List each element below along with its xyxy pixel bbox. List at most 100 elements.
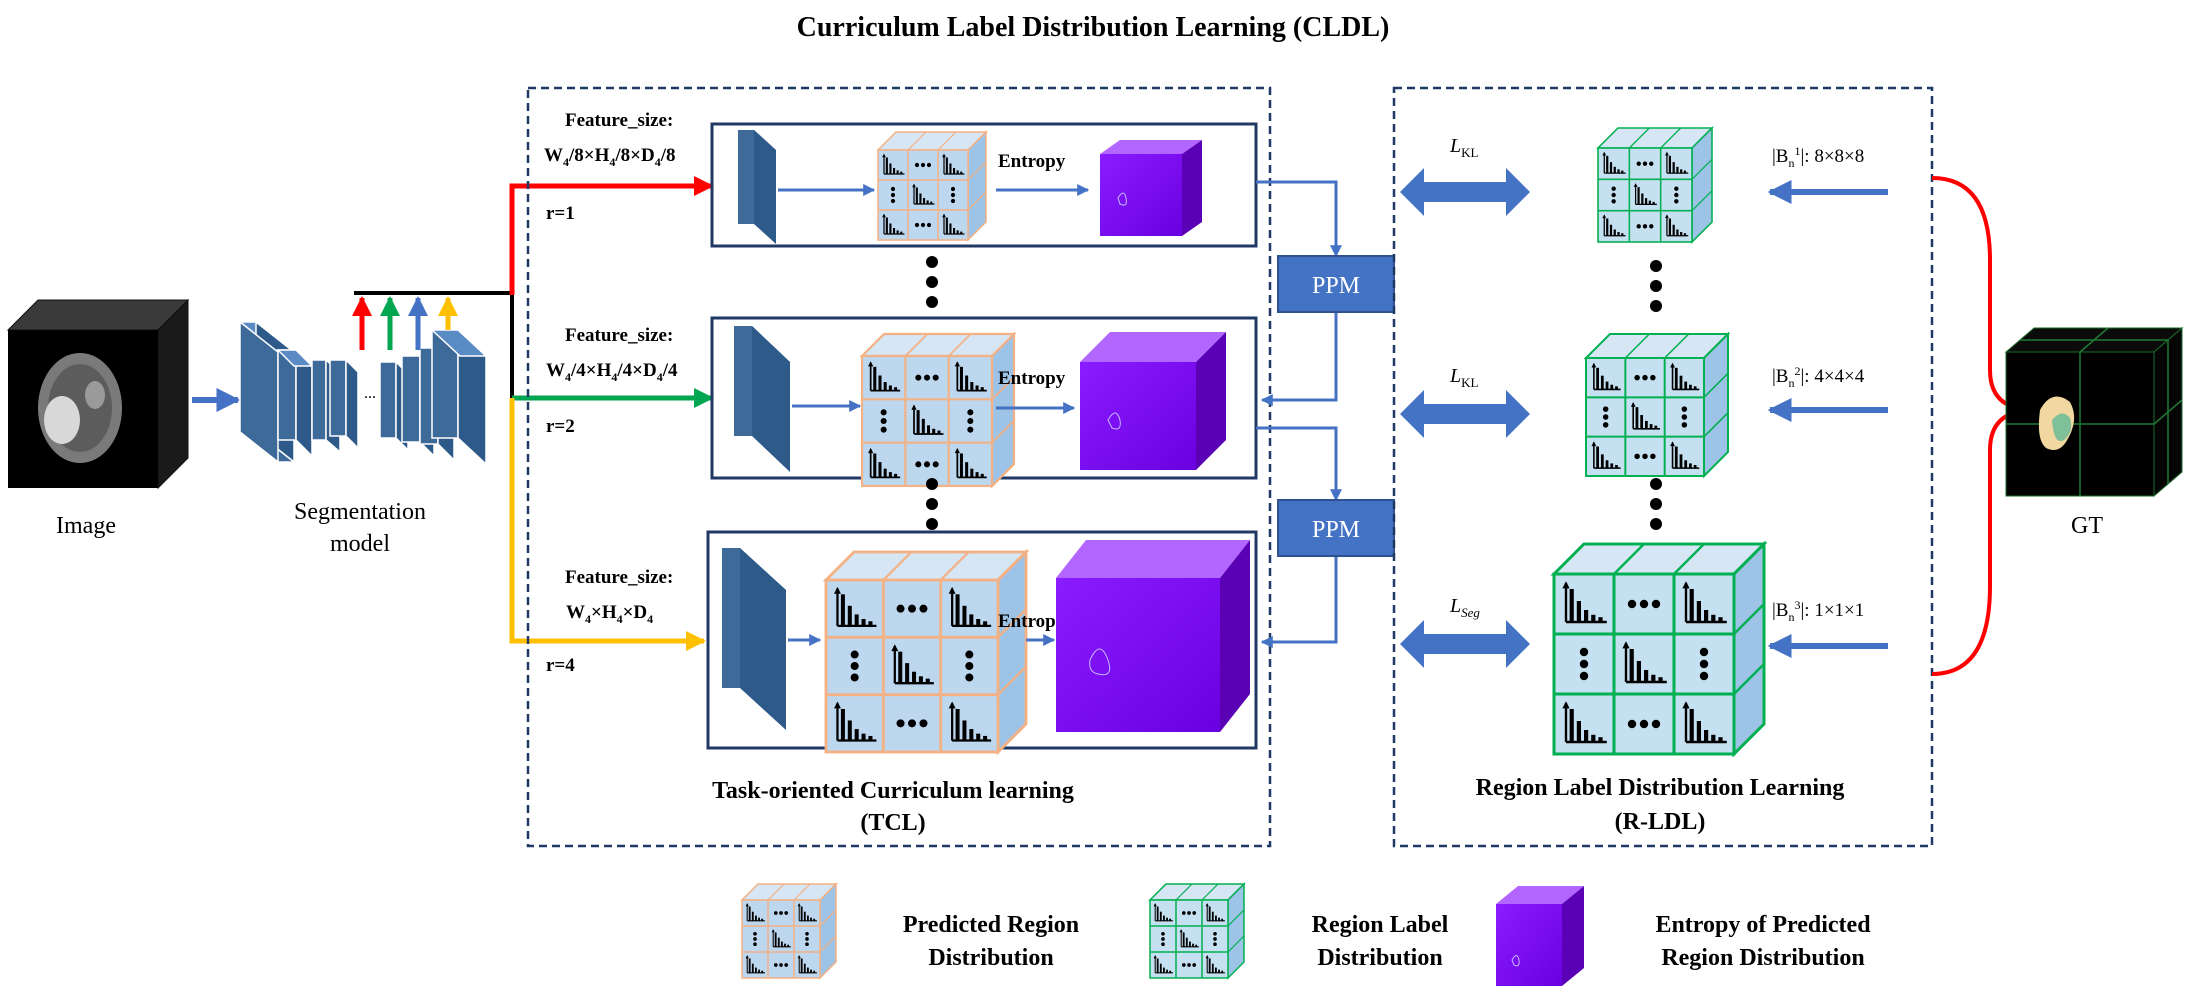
legend-entropy-cube xyxy=(1496,886,1584,986)
cube-cell-histogram xyxy=(948,701,992,742)
cube-cell-histogram xyxy=(1153,903,1173,922)
loss-label-2: LKL xyxy=(1449,365,1479,390)
cube-cell-histogram xyxy=(1591,362,1621,391)
loss-label-1: LKL xyxy=(1449,135,1479,160)
tcl-row-1-labels: Feature_size: W4/8×H4/8×D4/8 r=1 xyxy=(544,110,676,224)
legend-cubes xyxy=(740,882,1246,980)
feature-slab-2 xyxy=(734,326,790,472)
tcl-row-1-box xyxy=(710,122,1258,248)
cube-cell-histogram xyxy=(1179,929,1199,948)
cube-cell-histogram xyxy=(942,153,965,175)
tcl-vertical-dots-2 xyxy=(926,478,938,530)
rldl-vertical-dots-2 xyxy=(1650,478,1662,530)
decoder-block-1 xyxy=(379,361,397,439)
legend-label-line2: Distribution xyxy=(1317,945,1442,971)
gt-cube xyxy=(2004,326,2184,498)
cube-cell-dots xyxy=(967,409,974,433)
encoder-block-4 xyxy=(329,359,347,437)
entropy-cube-2 xyxy=(1080,332,1226,470)
cube-cell-dots xyxy=(1181,963,1197,967)
bin-label-3: |Bn3|: 1×1×1 xyxy=(1772,598,1864,624)
cube-cell-histogram xyxy=(1622,641,1667,684)
cube-cell-dots xyxy=(1602,406,1609,428)
cube-cell-dots xyxy=(1634,453,1656,460)
cube-cell-dots xyxy=(965,650,974,682)
svg-text:W4/8×H4/8×D4/8: W4/8×H4/8×D4/8 xyxy=(544,145,676,169)
cube-cell-dots xyxy=(950,186,956,204)
cube-cell-histogram xyxy=(1682,581,1727,624)
entropy-label-3: Entropy xyxy=(998,611,1066,632)
cube-cell-histogram xyxy=(868,447,901,479)
rldl-vertical-dots-1 xyxy=(1650,260,1662,312)
feature-slab-3 xyxy=(722,548,786,730)
cube-cell-histogram xyxy=(1670,362,1700,391)
cube-cell-histogram xyxy=(1205,903,1225,922)
cube-cell-dots xyxy=(896,604,928,613)
cube-cell-histogram xyxy=(1665,151,1689,174)
rldl-label-cubes xyxy=(1550,126,1768,758)
cube-cell-histogram xyxy=(1630,402,1660,430)
encoder-block-3 xyxy=(311,359,327,441)
cube-cell-dots xyxy=(1699,647,1709,681)
bin-label-1: |Bn1|: 8×8×8 xyxy=(1772,144,1864,170)
cube-cell-histogram xyxy=(911,404,944,435)
cube-cell-dots xyxy=(1213,931,1217,947)
conn-ppm2-to-row3 xyxy=(1260,556,1338,648)
cube-cell-dots xyxy=(880,409,887,433)
gt-label: GT xyxy=(2071,513,2103,539)
label-cube-row-3 xyxy=(1550,540,1768,758)
cube-cell-histogram xyxy=(1670,441,1700,469)
label-cube-row-1 xyxy=(1596,126,1714,244)
cube-cell-histogram xyxy=(912,183,935,205)
svg-text:Feature_size:: Feature_size: xyxy=(565,567,673,588)
predicted-cube-row-3 xyxy=(822,548,1030,756)
cube-cell-histogram xyxy=(954,361,987,392)
cube-cell-dots xyxy=(850,650,859,682)
input-image-label: Image xyxy=(56,513,116,539)
tcl-vertical-dots-1 xyxy=(926,256,938,308)
cube-cell-histogram xyxy=(1562,701,1607,744)
cube-cell-dots xyxy=(1634,374,1656,381)
cube-cell-histogram xyxy=(1602,151,1626,174)
double-arrow-2 xyxy=(1400,390,1530,438)
input-image-cube xyxy=(6,298,190,490)
svg-text:r=2: r=2 xyxy=(546,416,575,437)
model-label-line1: Segmentation xyxy=(294,499,426,525)
legend-entropy-line2: Region Distribution xyxy=(1661,945,1864,971)
cube-cell-dots xyxy=(890,186,896,204)
cube-cell-dots xyxy=(1636,224,1654,229)
entropy-label-2: Entropy xyxy=(998,368,1066,389)
cube-cell-dots xyxy=(1674,186,1679,204)
cube-cell-histogram xyxy=(882,153,905,175)
svg-text:r=4: r=4 xyxy=(546,655,575,676)
cube-cell-histogram xyxy=(745,955,765,974)
cube-cell-histogram xyxy=(1562,581,1607,624)
cube-cell-histogram xyxy=(954,447,987,479)
svg-text:W4×H4×D4: W4×H4×D4 xyxy=(566,602,653,626)
double-arrow-3 xyxy=(1400,620,1530,668)
rldl-title-line2: (R-LDL) xyxy=(1615,809,1706,835)
legend-predicted-line2: Distribution xyxy=(928,945,1053,971)
cube-cell-dots xyxy=(773,911,789,915)
bin-label-2: |Bn2|: 4×4×4 xyxy=(1772,364,1865,390)
cube-cell-histogram xyxy=(942,213,965,235)
branch-yellow xyxy=(509,398,706,651)
model-label-line2: model xyxy=(330,531,390,557)
tcl-row-2-labels: Feature_size: W4/4×H4/4×D4/4 r=2 xyxy=(546,325,678,437)
cube-cell-dots xyxy=(915,374,939,381)
cube-cell-dots xyxy=(1636,161,1654,166)
cube-cell-histogram xyxy=(745,903,765,922)
cube-cell-dots xyxy=(805,931,809,947)
tcl-title-line2: (TCL) xyxy=(860,810,925,836)
svg-text:Feature_size:: Feature_size: xyxy=(565,325,673,346)
tcl-predicted-cubes xyxy=(822,130,1030,756)
decoder-block-2 xyxy=(401,355,421,443)
label-cube-row-2 xyxy=(1583,331,1731,479)
ppm-box-2 xyxy=(1277,499,1395,557)
conn-row1-to-ppm1 xyxy=(1256,180,1342,258)
svg-text:r=1: r=1 xyxy=(546,203,575,224)
cube-cell-histogram xyxy=(882,213,905,235)
cube-cell-dots xyxy=(1681,406,1688,428)
cube-cell-histogram xyxy=(771,929,791,948)
cube-cell-dots xyxy=(914,222,932,228)
